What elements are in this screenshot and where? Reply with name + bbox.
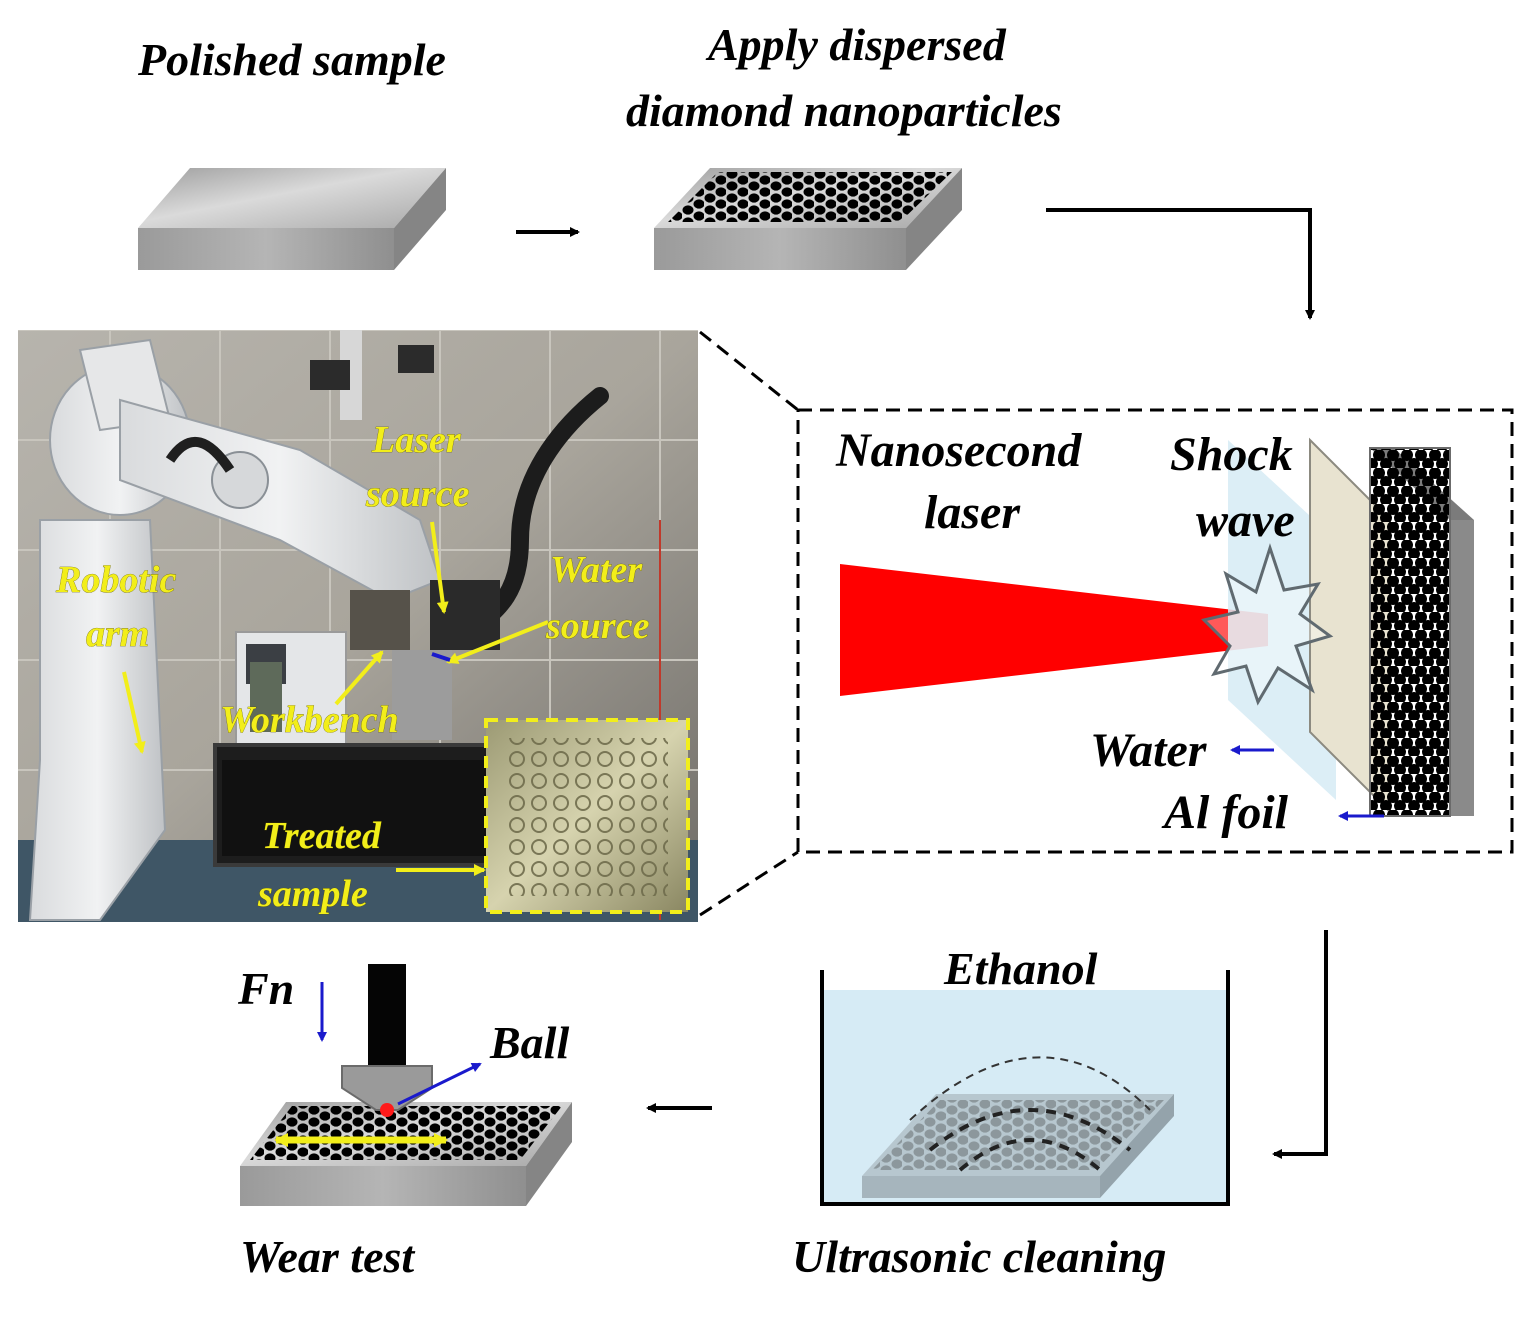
nanosecond-laser-label-line2: laser <box>924 486 1021 539</box>
ethanol-label: Ethanol <box>943 943 1098 994</box>
zoom-line-bottom <box>699 850 799 917</box>
laser-shock-panel: Nanosecond laser Shock wave Water Al foi… <box>796 408 1514 854</box>
laser-source-label-line1: Laser <box>371 419 462 461</box>
blue-laser-pointer <box>431 652 451 662</box>
polished-sample-slab <box>138 168 446 270</box>
force-label: Fn <box>237 963 294 1014</box>
laser-beam <box>840 564 1268 696</box>
workbench-label: Workbench <box>220 699 399 741</box>
ball-label: Ball <box>489 1017 569 1068</box>
arrow-step2-to-laser <box>1046 208 1315 320</box>
water-source-label-line1: Water <box>550 549 643 591</box>
robot-arm-upper <box>119 398 442 602</box>
arrow-laser-to-cleaning <box>1272 930 1328 1159</box>
coated-sample-slab <box>654 168 962 270</box>
shock-wave-burst <box>1201 543 1334 706</box>
robotic-arm-label-line1: Robotic <box>55 559 176 601</box>
wear-test-rig <box>240 964 572 1206</box>
ultrasonic-bath <box>820 970 1230 1206</box>
water-source-label-line2: source <box>545 605 650 647</box>
zoom-line-top <box>699 330 799 412</box>
water-source-pointer <box>446 620 549 664</box>
polished-sample-label: Polished sample <box>137 34 446 85</box>
pin-holder <box>368 964 406 1068</box>
robotic-arm-pointer <box>122 671 146 754</box>
ultrasonic-cleaning-label: Ultrasonic cleaning <box>792 1231 1166 1282</box>
laser-source-label-line2: source <box>365 473 470 515</box>
apply-label-line1: Apply dispersed <box>705 19 1007 70</box>
treated-sample-label-line2: sample <box>257 873 368 915</box>
shock-wave-label-line2: wave <box>1196 494 1295 547</box>
robotic-arm-label-line2: arm <box>86 613 149 655</box>
ball-contact <box>380 1103 394 1117</box>
treated-sample-label-line1: Treated <box>262 815 382 857</box>
wear-test-label: Wear test <box>240 1231 415 1282</box>
robot-arm-base <box>28 519 167 921</box>
target-sample-plate <box>1369 447 1474 817</box>
apply-label-line2: diamond nanoparticles <box>626 85 1062 136</box>
shock-wave-label-line1: Shock <box>1170 428 1293 481</box>
ball-pointer <box>397 1062 482 1106</box>
al-foil-label: Al foil <box>1161 786 1289 839</box>
laser-source-pointer <box>430 521 449 614</box>
nanosecond-laser-label-line1: Nanosecond <box>835 424 1082 477</box>
water-label: Water <box>1090 724 1208 777</box>
robot-setup-photo: Laser source Water source Robotic arm Wo… <box>18 330 698 922</box>
workbench-pointer <box>334 650 384 706</box>
